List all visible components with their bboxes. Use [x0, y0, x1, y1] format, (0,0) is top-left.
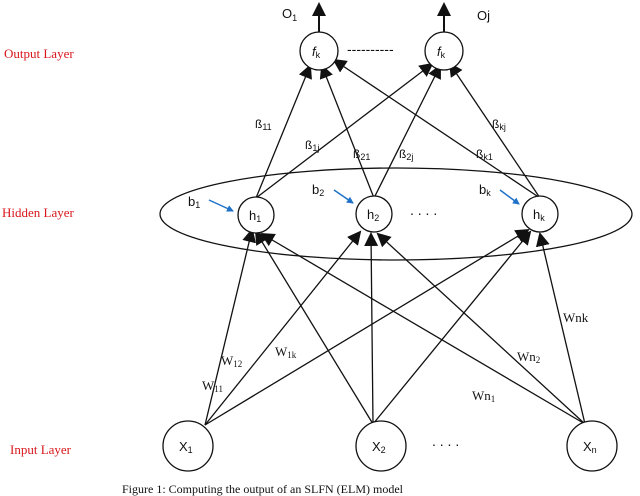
hidden-node-h2: h2	[355, 195, 393, 233]
edge-h2-fk1	[319, 64, 375, 199]
output-layer-label: Output Layer	[4, 46, 74, 61]
hidden-ellipsis: . . . .	[410, 202, 437, 218]
edge-h1-fkj	[255, 62, 434, 199]
svg-text:fk: fk	[437, 44, 446, 60]
svg-text:h1: h1	[249, 208, 261, 224]
output-oj-label: Oj	[477, 8, 490, 23]
hidden-node-h1: h1	[237, 196, 275, 234]
edge-h2-fkj	[373, 64, 441, 199]
weight-wnk-label: Wnk	[563, 310, 589, 325]
beta-kj-label: ßkj	[492, 117, 506, 132]
beta-k1-label: ßk1	[476, 147, 493, 162]
edge-h1-fk1	[255, 64, 312, 199]
output-o1-label: O1	[282, 6, 297, 23]
svg-text:X1: X1	[179, 439, 193, 455]
bias-b2-label: b2	[312, 182, 324, 198]
edge-xn-h2	[376, 232, 586, 425]
edge-xn-hk	[535, 232, 586, 425]
input-node-x1: X1	[162, 420, 214, 472]
figure-caption: Figure 1: Computing the output of an SLF…	[122, 482, 404, 496]
weight-wn2-label: Wn2	[517, 349, 540, 365]
edge-x2-h1	[254, 230, 374, 425]
input-node-x2: X2	[355, 420, 407, 472]
edge-x2-hk	[372, 230, 532, 425]
output-node-fk-1: fk	[299, 31, 339, 71]
bias-b2-arrow	[333, 189, 354, 204]
input-ellipsis: . . . .	[432, 433, 459, 449]
edge-hk-fk1	[332, 58, 541, 199]
output-node-fk-j: fk	[424, 31, 464, 71]
edge-x1-hk	[204, 228, 530, 426]
weight-w1k-label: W1k	[275, 344, 297, 360]
edge-x2-h2	[364, 232, 379, 425]
edge-xn-h1	[260, 232, 586, 425]
hidden-layer-ellipse	[159, 167, 633, 261]
bias-bk-label: bk	[479, 182, 491, 198]
beta-1j-label: ß1j	[305, 138, 319, 153]
bias-b1-label: b1	[188, 194, 200, 210]
svg-text:hk: hk	[533, 207, 545, 223]
svg-text:fk: fk	[312, 44, 321, 60]
bias-bk-arrow	[499, 189, 520, 205]
input-node-xn: Xn	[566, 420, 618, 472]
hidden-layer-label: Hidden Layer	[2, 205, 75, 220]
weight-w11-label: W11	[202, 378, 223, 394]
input-hidden-connections	[204, 228, 586, 426]
weight-w12-label: W12	[221, 353, 242, 369]
edge-hk-fkj	[448, 62, 541, 199]
beta-11-label: ß11	[255, 117, 272, 132]
svg-text:X2: X2	[372, 439, 386, 455]
output-ellipsis: ----------	[347, 41, 394, 57]
beta-21-label: ß21	[353, 147, 370, 162]
edge-x1-h2	[204, 230, 362, 426]
svg-text:Xn: Xn	[583, 439, 597, 455]
edge-x1-h1	[204, 228, 256, 426]
input-layer-label: Input Layer	[10, 442, 72, 457]
hidden-node-hk: hk	[521, 195, 559, 233]
weight-wn1-label: Wn1	[472, 388, 495, 404]
bias-b1-arrow	[208, 199, 234, 212]
hidden-output-connections	[255, 58, 541, 199]
svg-text:h2: h2	[367, 207, 379, 223]
beta-2j-label: ß2j	[399, 147, 413, 162]
